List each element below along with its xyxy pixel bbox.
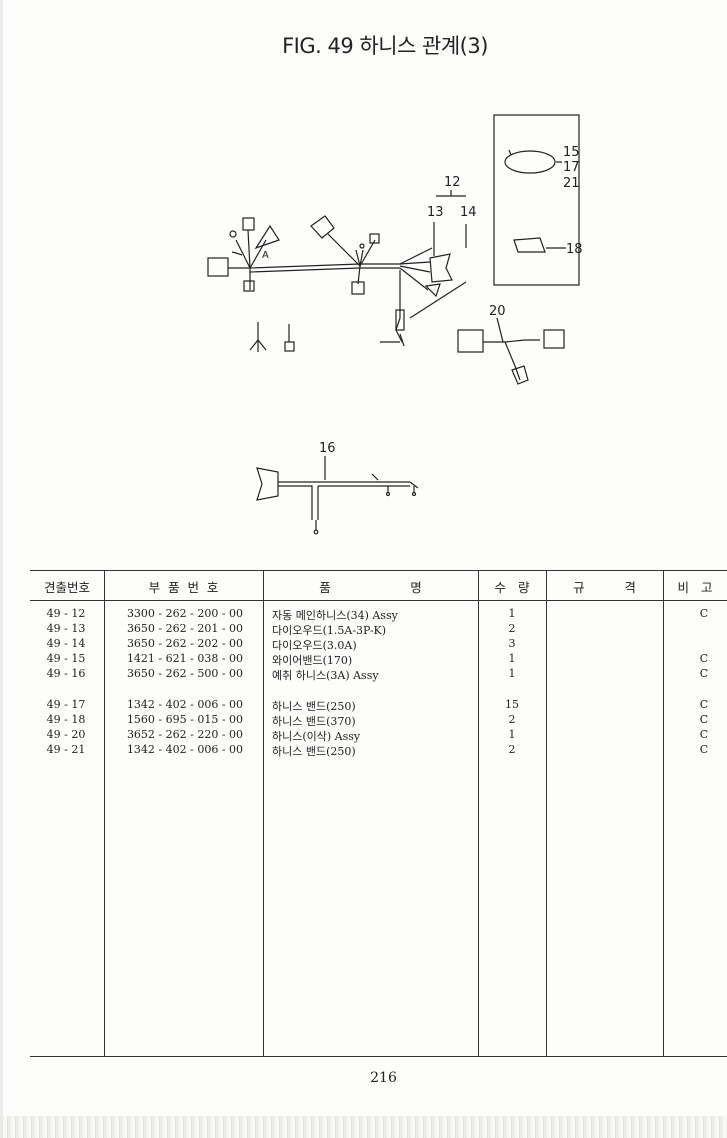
table-row: 49 - 16 3650 - 262 - 500 - 00 예취 하니스(3A)… — [30, 667, 727, 682]
table-row: 49 - 20 3652 - 262 - 220 - 00 하니스(이삭) As… — [30, 728, 727, 743]
callout-17: 17 — [563, 160, 580, 175]
item16-connector — [256, 467, 279, 501]
part-no: 1421 - 621 - 038 - 00 — [126, 652, 244, 665]
table-row: 49 - 12 3300 - 262 - 200 - 00 자동 메인하니스(3… — [30, 607, 727, 622]
part-name: 하니스(이삭) Assy — [272, 730, 361, 743]
table-row: 49 - 18 1560 - 695 - 015 - 00 하니스 밴드(370… — [30, 713, 727, 728]
col-divider — [104, 571, 105, 1056]
part-name: 다이오우드(3.0A) — [272, 639, 357, 652]
callout-18: 18 — [566, 242, 583, 257]
ref-no: 49 - 15 — [46, 652, 86, 665]
scan-left-edge — [0, 0, 3, 1138]
right-connector — [429, 253, 453, 283]
remark: C — [699, 607, 709, 620]
part-no: 3650 - 262 - 201 - 00 — [126, 622, 244, 635]
quantity: 1 — [508, 728, 516, 741]
ref-no: 49 - 20 — [46, 728, 86, 741]
remark: C — [699, 713, 709, 726]
remark: C — [699, 728, 709, 741]
header-quantity: 수 량 — [494, 580, 530, 595]
main-harness-trunk — [228, 261, 431, 269]
table-row: 49 - 13 3650 - 262 - 201 - 00 다이오우드(1.5A… — [30, 622, 727, 637]
scan-bottom-edge — [0, 1116, 727, 1138]
ref-no: 49 - 17 — [46, 698, 86, 711]
header-part-name: 품 명 — [319, 580, 422, 595]
part-name: 하니스 밴드(250) — [272, 745, 356, 758]
callout-16: 16 — [319, 441, 336, 456]
header-part-no: 부 품 번 호 — [148, 580, 219, 595]
part-no: 3650 - 262 - 202 - 00 — [126, 637, 244, 650]
header-ref-no: 견출번호 — [43, 580, 90, 595]
page-number: 216 — [370, 1070, 397, 1086]
callout-15: 15 — [563, 145, 580, 160]
table-row: 49 - 14 3650 - 262 - 202 - 00 다이오우드(3.0A… — [30, 637, 727, 652]
callout-12: 12 — [444, 175, 461, 190]
remark: C — [699, 698, 709, 711]
part-no: 1560 - 695 - 015 - 00 — [126, 713, 244, 726]
table-row: 49 - 17 1342 - 402 - 006 - 00 하니스 밴드(250… — [30, 698, 727, 713]
quantity: 15 — [505, 698, 519, 711]
callout-13: 13 — [427, 205, 444, 220]
part-no: 3300 - 262 - 200 - 00 — [126, 607, 244, 620]
mid-connector — [310, 215, 335, 239]
table-row: 49 - 15 1421 - 621 - 038 - 00 와이어밴드(170)… — [30, 652, 727, 667]
quantity: 2 — [508, 713, 516, 726]
left-connector — [207, 257, 229, 277]
ref-no: 49 - 21 — [46, 743, 86, 756]
col-divider — [663, 571, 664, 1056]
part-name: 예취 하니스(3A) Assy — [272, 669, 379, 682]
ref-no: 49 - 13 — [46, 622, 86, 635]
header-spec: 규 격 — [573, 580, 636, 595]
callout-14: 14 — [460, 205, 477, 220]
quantity: 1 — [508, 652, 516, 665]
item20-harness — [483, 339, 540, 343]
quantity: 3 — [508, 637, 516, 650]
part-no: 1342 - 402 - 006 - 00 — [126, 743, 244, 756]
part-name: 하니스 밴드(250) — [272, 700, 356, 713]
part-name: 와이어밴드(170) — [272, 654, 353, 667]
col-divider — [546, 571, 547, 1056]
wiring-harness-diagram: A 12 13 14 15 17 21 18 20 16 — [207, 114, 583, 535]
callout-a: A — [262, 250, 269, 261]
part-name: 하니스 밴드(370) — [272, 715, 356, 728]
part-no: 3650 - 262 - 500 - 00 — [126, 667, 244, 680]
part-no: 3652 - 262 - 220 - 00 — [126, 728, 244, 741]
parts-table: 견출번호 부 품 번 호 품 명 수 량 규 격 비 고 49 - 12 330… — [30, 570, 727, 1057]
callout-21: 21 — [563, 176, 580, 191]
header-divider — [30, 600, 727, 601]
figure-title: FIG. 49 하니스 관계(3) — [282, 34, 488, 58]
ref-no: 49 - 12 — [46, 607, 86, 620]
quantity: 2 — [508, 743, 516, 756]
col-divider — [263, 571, 264, 1056]
remark: C — [699, 652, 709, 665]
part-name: 다이오우드(1.5A-3P-K) — [272, 624, 387, 637]
table-row: 49 - 21 1342 - 402 - 006 - 00 하니스 밴드(250… — [30, 743, 727, 758]
callout-20: 20 — [489, 304, 506, 319]
quantity: 1 — [508, 667, 516, 680]
col-divider — [478, 571, 479, 1056]
bands-inset-box — [493, 114, 580, 286]
header-remark: 비 고 — [677, 580, 713, 595]
remark: C — [699, 743, 709, 756]
ref-no: 49 - 16 — [46, 667, 86, 680]
remark: C — [699, 667, 709, 680]
ref-no: 49 - 14 — [46, 637, 86, 650]
part-no: 1342 - 402 - 006 - 00 — [126, 698, 244, 711]
ref-no: 49 - 18 — [46, 713, 86, 726]
quantity: 2 — [508, 622, 516, 635]
quantity: 1 — [508, 607, 516, 620]
part-name: 자동 메인하니스(34) Assy — [272, 609, 398, 622]
